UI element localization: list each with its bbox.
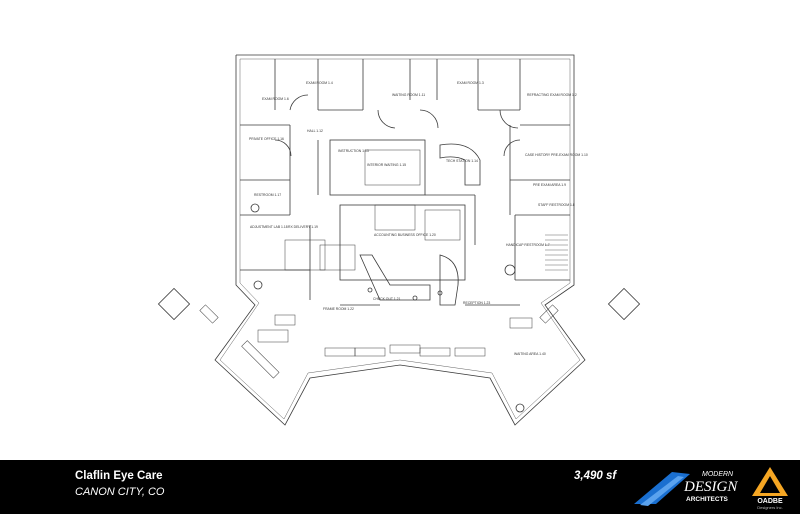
room-label: REFRACTING EXAM ROOM 1.2 [527, 93, 577, 97]
room-label: EXAM ROOM 1.3 [457, 81, 484, 85]
room-label: FRAME ROOM 1.22 [323, 307, 354, 311]
room-label: HANDICAP RESTROOM 1.7 [506, 243, 550, 247]
room-label: RX DELIVERY 1.19 [288, 225, 318, 229]
room-label: PRE EXAM AREA 1.9 [533, 183, 566, 187]
room-label: WAITING AREA 1.40 [514, 352, 546, 356]
project-name: Claflin Eye Care [75, 470, 163, 482]
square-footage: 3,490 sf [574, 470, 617, 482]
room-label: HALL 1.12 [307, 129, 323, 133]
column-pad-right [607, 287, 641, 321]
column-pad-left [157, 287, 191, 321]
room-label: CASE HISTORY PRE-EXAM ROOM 1.10 [525, 153, 588, 157]
title-block-footer: Claflin Eye Care CANON CITY, CO 3,490 sf… [0, 460, 800, 514]
room-label: WAITING ROOM 1.11 [392, 93, 425, 97]
designer-logo-name: OADBE [757, 498, 783, 505]
room-label: RESTROOM 1.17 [254, 193, 281, 197]
project-location: CANON CITY, CO [75, 486, 165, 498]
architect-logo-line3: ARCHITECTS [686, 496, 729, 503]
architect-logo-line2: DESIGN [683, 479, 738, 495]
designer-logo: OADBE Designers Inc. [752, 467, 788, 510]
floor-plan: EXAM ROOM 1.6 EXAM ROOM 1.4 WAITING ROOM… [157, 54, 641, 426]
room-label: CHECK OUT 1.21 [373, 297, 401, 301]
room-label: INTERIOR WAITING 1.15 [367, 163, 406, 167]
room-label: EXAM ROOM 1.6 [262, 97, 289, 101]
designer-logo-tagline: Designers Inc. [757, 505, 783, 510]
room-label: EXAM ROOM 1.4 [306, 81, 333, 85]
exterior-wall [214, 54, 586, 426]
room-label: TECH STATION 1.14 [446, 159, 478, 163]
exterior-wall-inner [219, 58, 581, 420]
room-label: INSTRUCTION 1.13 [338, 149, 369, 153]
room-label: STAFF RESTROOM 1.8 [538, 203, 575, 207]
architect-logo: MODERN DESIGN ARCHITECTS [634, 471, 738, 506]
room-label: RECEPTION 1.23 [463, 301, 490, 305]
floor-plan-drawing: EXAM ROOM 1.6 EXAM ROOM 1.4 WAITING ROOM… [157, 54, 641, 426]
room-label: ADJUSTMENT LAB 1.18 [250, 225, 288, 229]
room-label: ACCOUNTING BUSINESS OFFICE 1.20 [374, 233, 436, 237]
room-labels: EXAM ROOM 1.6 EXAM ROOM 1.4 WAITING ROOM… [249, 81, 588, 356]
room-label: PRIVATE OFFICE 1.16 [249, 137, 284, 141]
architect-logo-line1: MODERN [702, 471, 734, 478]
